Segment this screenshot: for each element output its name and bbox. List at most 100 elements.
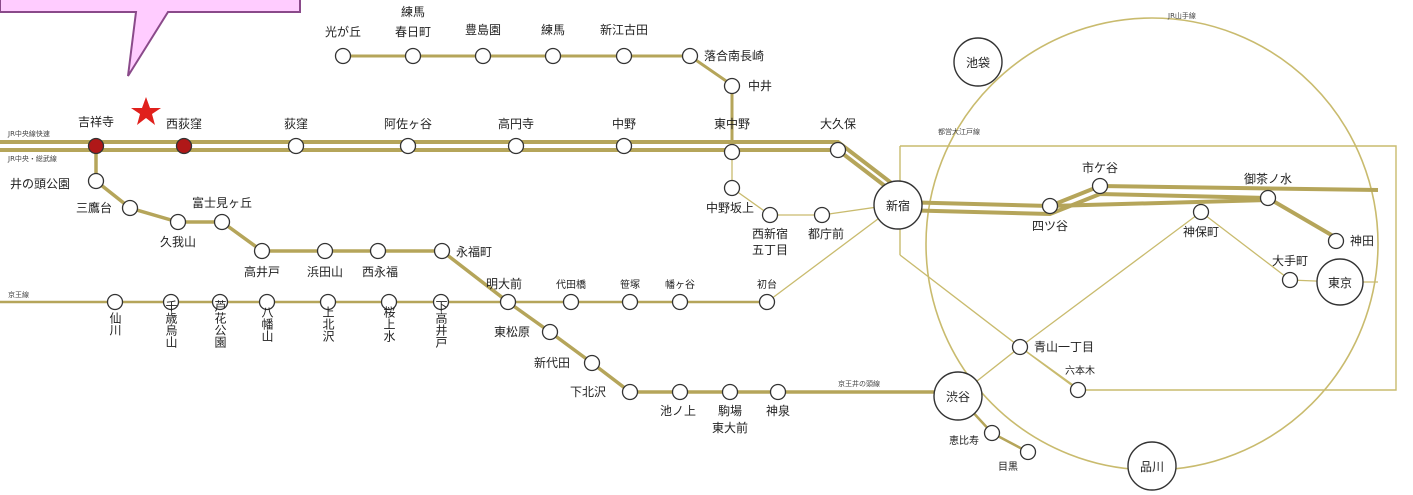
station-ichigaya-label: 市ケ谷 <box>1082 160 1118 175</box>
station-tochomae: 都庁前 <box>808 206 844 241</box>
station-eifukucho-label: 永福町 <box>456 244 492 259</box>
station-nakano-sakaue-label: 中野坂上 <box>706 200 754 215</box>
yamanote-label: JR山手線 <box>1167 11 1196 20</box>
station-roppongi: 六本木 <box>1065 364 1095 399</box>
station-nishi-eifuku-label: 西永福 <box>362 264 398 279</box>
station-yotsuya-label: 四ツ谷 <box>1032 219 1068 233</box>
station-fujimigaoka: 富士見ヶ丘 <box>192 195 252 231</box>
station-hatsudai-label: 初台 <box>757 278 777 291</box>
station-aoyama-itchome-label: 青山一丁目 <box>1034 340 1094 354</box>
station-nishishinjuku-label-1: 西新宿 <box>752 226 788 241</box>
station-chitose-karasuyama: 千歳烏山 <box>162 293 180 348</box>
chuo-rapid-label: JR中央線快速 <box>7 129 50 138</box>
hub-shinagawa: 品川 <box>1127 441 1177 491</box>
station-komaba-todaimae: 駒場 東大前 <box>712 383 748 435</box>
station-ochiai-minaminagasaki: 落合南長崎 <box>681 47 764 65</box>
station-nakai: 中井 <box>723 77 772 95</box>
station-nerima-kasugacho-label-2: 春日町 <box>395 25 431 39</box>
station-jimbocho: 神保町 <box>1183 203 1219 239</box>
station-shindaita: 新代田 <box>534 354 601 372</box>
station-kugayama-label: 久我山 <box>160 235 196 249</box>
station-roka-koen-label: 芦花公園 <box>213 300 227 348</box>
chuo-east <box>897 183 1379 242</box>
station-komaba-label-1: 駒場 <box>718 404 742 418</box>
station-nerima-kasugacho-label-1: 練馬 <box>401 5 425 19</box>
station-shindaita-label: 新代田 <box>534 355 570 370</box>
station-daitabashi-label: 代田橋 <box>556 278 586 291</box>
station-roppongi-label: 六本木 <box>1065 364 1095 377</box>
inokashira-line <box>94 146 958 394</box>
station-hatsudai: 初台 <box>757 278 777 311</box>
station-shimotakaido-label: 下高井戸 <box>434 300 448 349</box>
oedo-label: 都営大江戸線 <box>938 127 980 136</box>
station-kamikitazawa: 上北沢 <box>319 293 337 343</box>
station-hatagaya-label: 幡ヶ谷 <box>665 278 695 291</box>
station-toshimaen: 豊島園 <box>465 22 501 65</box>
station-hachimanyama: 八幡山 <box>258 293 276 342</box>
station-inokashira-koen: 井の頭公園 <box>10 172 105 191</box>
station-ichigaya: 市ケ谷 <box>1082 160 1118 195</box>
station-meguro-label: 目黒 <box>998 461 1018 473</box>
chuo-sobu-label: JR中央・総武線 <box>7 154 57 163</box>
station-eifukucho: 永福町 <box>433 242 492 260</box>
station-ebisu: 恵比寿 <box>949 424 1001 447</box>
station-ochanomizu: 御茶ノ水 <box>1244 171 1292 207</box>
station-higashi-matsubara-label: 東松原 <box>494 325 530 339</box>
station-higashinakano-label: 東中野 <box>714 116 750 131</box>
station-nerima-kasugacho: 練馬 春日町 <box>395 5 431 65</box>
station-meidaimae-label: 明大前 <box>486 276 522 291</box>
star-marker-icon <box>131 97 161 125</box>
station-shimokitazawa: 下北沢 <box>570 383 639 401</box>
station-chitose-karasuyama-label: 千歳烏山 <box>164 300 178 348</box>
station-sengawa-label: 仙川 <box>108 312 122 336</box>
hub-shibuya: 渋谷 <box>933 371 983 421</box>
station-takaido-label: 高井戸 <box>244 264 280 279</box>
yamanote-line <box>925 17 1379 471</box>
station-ochanomizu-label: 御茶ノ水 <box>1244 171 1292 186</box>
station-sengawa: 仙川 <box>106 293 124 336</box>
station-shinegota: 新江古田 <box>600 22 648 65</box>
station-koenji-label: 高円寺 <box>498 116 534 131</box>
callout-balloon <box>0 0 301 77</box>
station-fujimigaoka-label: 富士見ヶ丘 <box>192 195 252 210</box>
inokashira-label: 京王井の頭線 <box>838 379 880 388</box>
station-koenji: 高円寺 <box>498 116 534 155</box>
hub-shinagawa-label: 品川 <box>1140 460 1164 474</box>
station-kamikitazawa-label: 上北沢 <box>321 306 335 343</box>
station-asagaya-label: 阿佐ヶ谷 <box>384 117 432 131</box>
station-hamadayama-label: 浜田山 <box>307 265 343 279</box>
oedo-branch <box>343 54 734 152</box>
station-mitakadai-label: 三鷹台 <box>76 200 112 215</box>
station-shinsen: 神泉 <box>766 383 790 418</box>
station-shinsen-label: 神泉 <box>766 404 790 418</box>
station-shinegota-label: 新江古田 <box>600 22 648 37</box>
station-nakano: 中野 <box>612 116 636 155</box>
station-meidaimae: 明大前 <box>486 276 522 311</box>
station-okubo-label: 大久保 <box>820 117 856 131</box>
station-hachimanyama-label: 八幡山 <box>260 306 274 342</box>
station-ebisu-label: 恵比寿 <box>949 434 979 447</box>
station-kichijoji: 吉祥寺 <box>78 115 114 155</box>
station-hamadayama: 浜田山 <box>307 242 343 279</box>
station-ikenoue: 池ノ上 <box>660 383 696 418</box>
station-roka-koen: 芦花公園 <box>211 293 229 348</box>
station-otemachi: 大手町 <box>1272 254 1308 289</box>
station-higashi-matsubara: 東松原 <box>494 323 559 341</box>
station-kanda-label: 神田 <box>1350 234 1374 248</box>
station-nishishinjuku-label-2: 五丁目 <box>752 243 788 257</box>
station-yotsuya: 四ツ谷 <box>1032 197 1068 233</box>
station-takaido: 高井戸 <box>244 242 280 279</box>
station-kanda: 神田 <box>1327 232 1374 250</box>
station-hatagaya: 幡ヶ谷 <box>665 278 695 311</box>
station-nerima: 練馬 <box>541 23 565 65</box>
station-nishiogikubo: 西荻窪 <box>166 116 202 155</box>
station-ogikubo-label: 荻窪 <box>284 116 308 131</box>
station-daitabashi: 代田橋 <box>556 278 586 311</box>
station-aoyama-itchome: 青山一丁目 <box>1011 338 1094 356</box>
hub-shinjuku-label: 新宿 <box>886 198 910 213</box>
keio-label: 京王線 <box>8 290 29 299</box>
station-nishi-eifuku: 西永福 <box>362 242 398 279</box>
station-asagaya: 阿佐ヶ谷 <box>384 117 432 155</box>
station-mitakadai: 三鷹台 <box>76 199 139 217</box>
